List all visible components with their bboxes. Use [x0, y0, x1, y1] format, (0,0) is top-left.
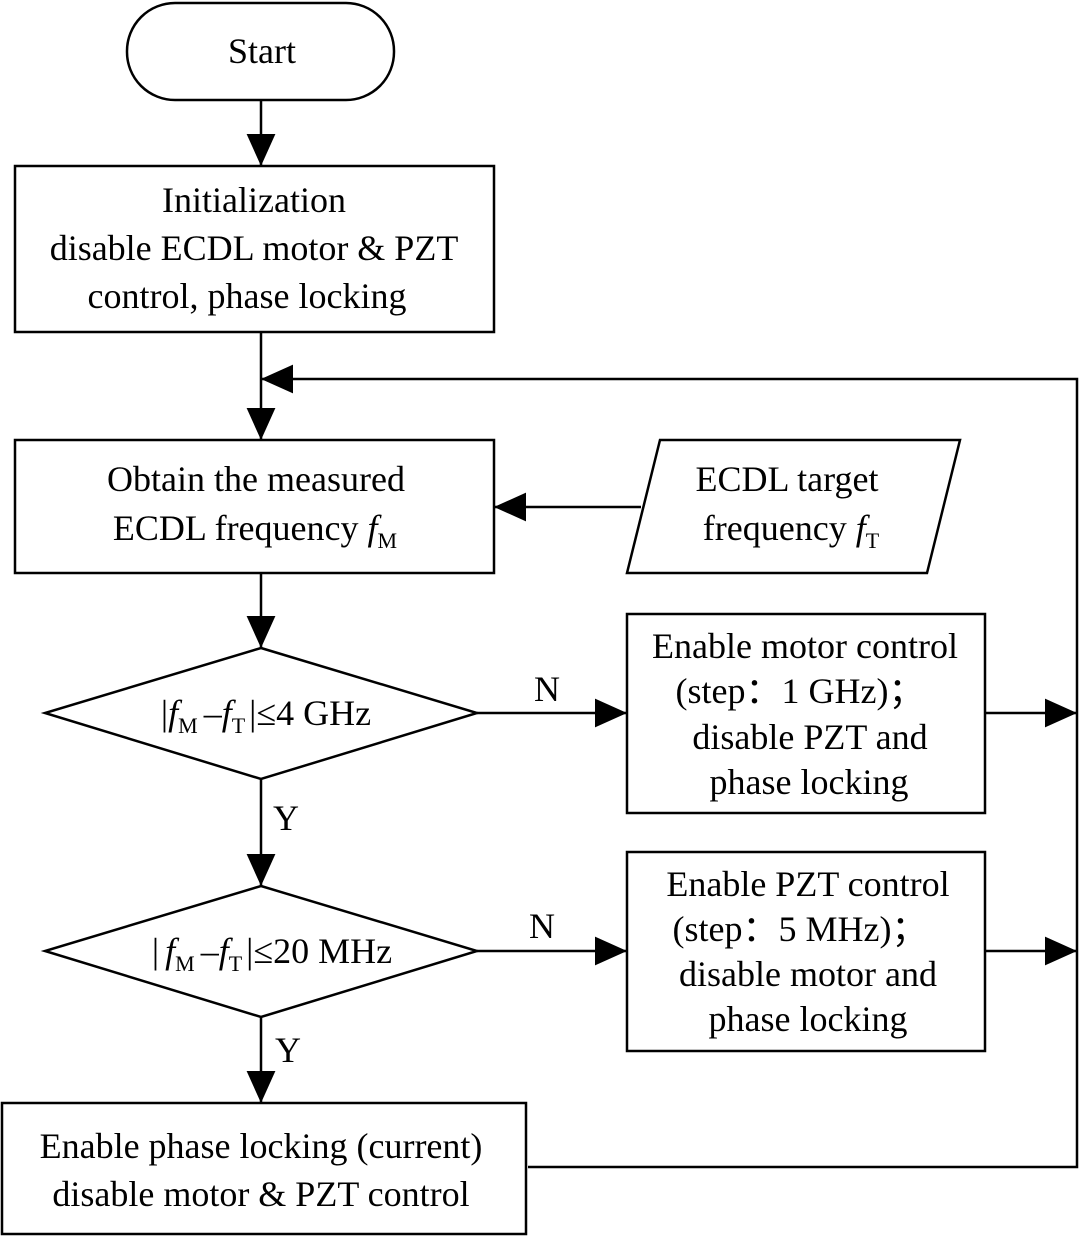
- motor-line4: phase locking: [710, 762, 909, 802]
- target-frequency-input: [625, 438, 962, 575]
- pzt-control-box: [625, 850, 987, 1053]
- pzt-line4: phase locking: [709, 999, 908, 1039]
- decision1-condition: |fM–fT|≤4 GHz: [161, 693, 371, 738]
- pzt-line1: Enable PZT control: [666, 864, 949, 904]
- decision2-condition: |fM–fT|≤20 MHz: [152, 931, 392, 976]
- phase-line2: disable motor & PZT control: [52, 1174, 469, 1214]
- start-label: Start: [228, 31, 296, 71]
- label-y2: Y: [275, 1030, 301, 1070]
- target-line2: frequency fT: [703, 508, 880, 553]
- obtain-line2: ECDL frequency fM: [113, 508, 397, 553]
- label-n1: N: [534, 669, 560, 709]
- pzt-line3: disable motor and: [679, 954, 937, 994]
- label-n2: N: [529, 906, 555, 946]
- motor-control-box: [625, 612, 987, 815]
- obtain-line1: Obtain the measured: [107, 459, 405, 499]
- init-process-box: [13, 164, 496, 334]
- pzt-line2: (step：5 MHz)；: [673, 909, 928, 949]
- init-line1: Initialization: [162, 180, 346, 220]
- motor-line2: (step：1 GHz)；: [676, 671, 925, 711]
- phase-line1: Enable phase locking (current): [40, 1126, 483, 1166]
- label-y1: Y: [273, 798, 299, 838]
- target-line1: ECDL target: [696, 459, 879, 499]
- feedback-loop-line: [261, 364, 1079, 1169]
- init-line3: control, phase locking: [88, 276, 407, 316]
- motor-line3: disable PZT and: [692, 717, 927, 757]
- phase-locking-box: [0, 1101, 528, 1236]
- motor-line1: Enable motor control: [652, 626, 958, 666]
- init-line2: disable ECDL motor & PZT: [50, 228, 459, 268]
